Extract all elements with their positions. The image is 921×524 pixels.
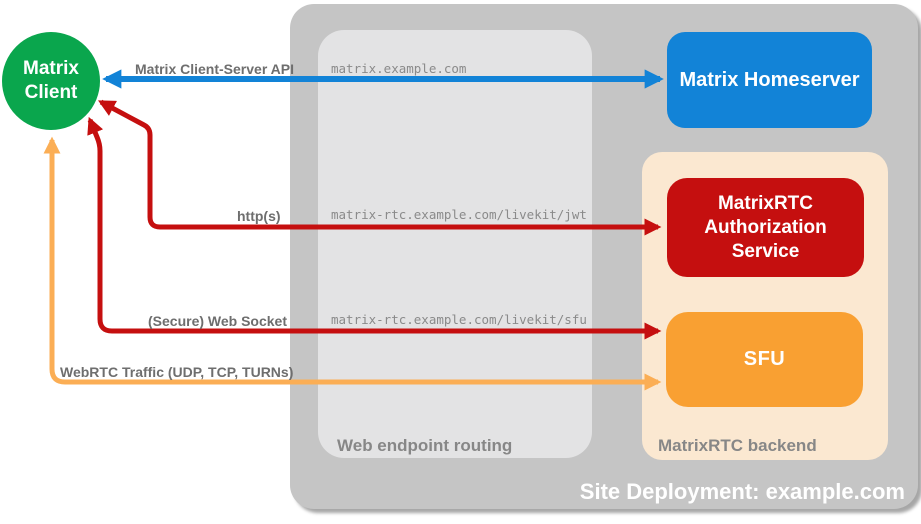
matrixrtc-backend-label: MatrixRTC backend <box>658 436 817 455</box>
site-deployment-label: Site Deployment: example.com <box>579 479 905 504</box>
matrix-client-label: Matrix Client <box>23 58 79 103</box>
sfu-node: SFU <box>666 312 863 407</box>
auth-service-node: MatrixRTC Authorization Service <box>667 178 864 277</box>
web-endpoint-routing-label: Web endpoint routing <box>337 436 513 455</box>
websocket-connection-label: (Secure) Web Socket <box>148 313 288 329</box>
jwt-route-url: matrix-rtc.example.com/livekit/jwt <box>331 207 587 222</box>
https-connection-label: http(s) <box>237 208 281 224</box>
matrix-client-node: Matrix Client <box>2 32 100 130</box>
auth-service-label: MatrixRTC Authorization Service <box>704 192 827 262</box>
sfu-route-url: matrix-rtc.example.com/livekit/sfu <box>331 312 587 327</box>
matrix-homeserver-label: Matrix Homeserver <box>679 68 860 91</box>
sfu-label: SFU <box>743 348 786 370</box>
matrix-homeserver-node: Matrix Homeserver <box>667 32 872 128</box>
homeserver-route-url: matrix.example.com <box>331 61 467 76</box>
cs-api-connection-label: Matrix Client-Server API <box>135 61 294 77</box>
webrtc-connection-label: WebRTC Traffic (UDP, TCP, TURNs) <box>60 364 294 380</box>
web-endpoint-routing-container <box>318 30 592 458</box>
